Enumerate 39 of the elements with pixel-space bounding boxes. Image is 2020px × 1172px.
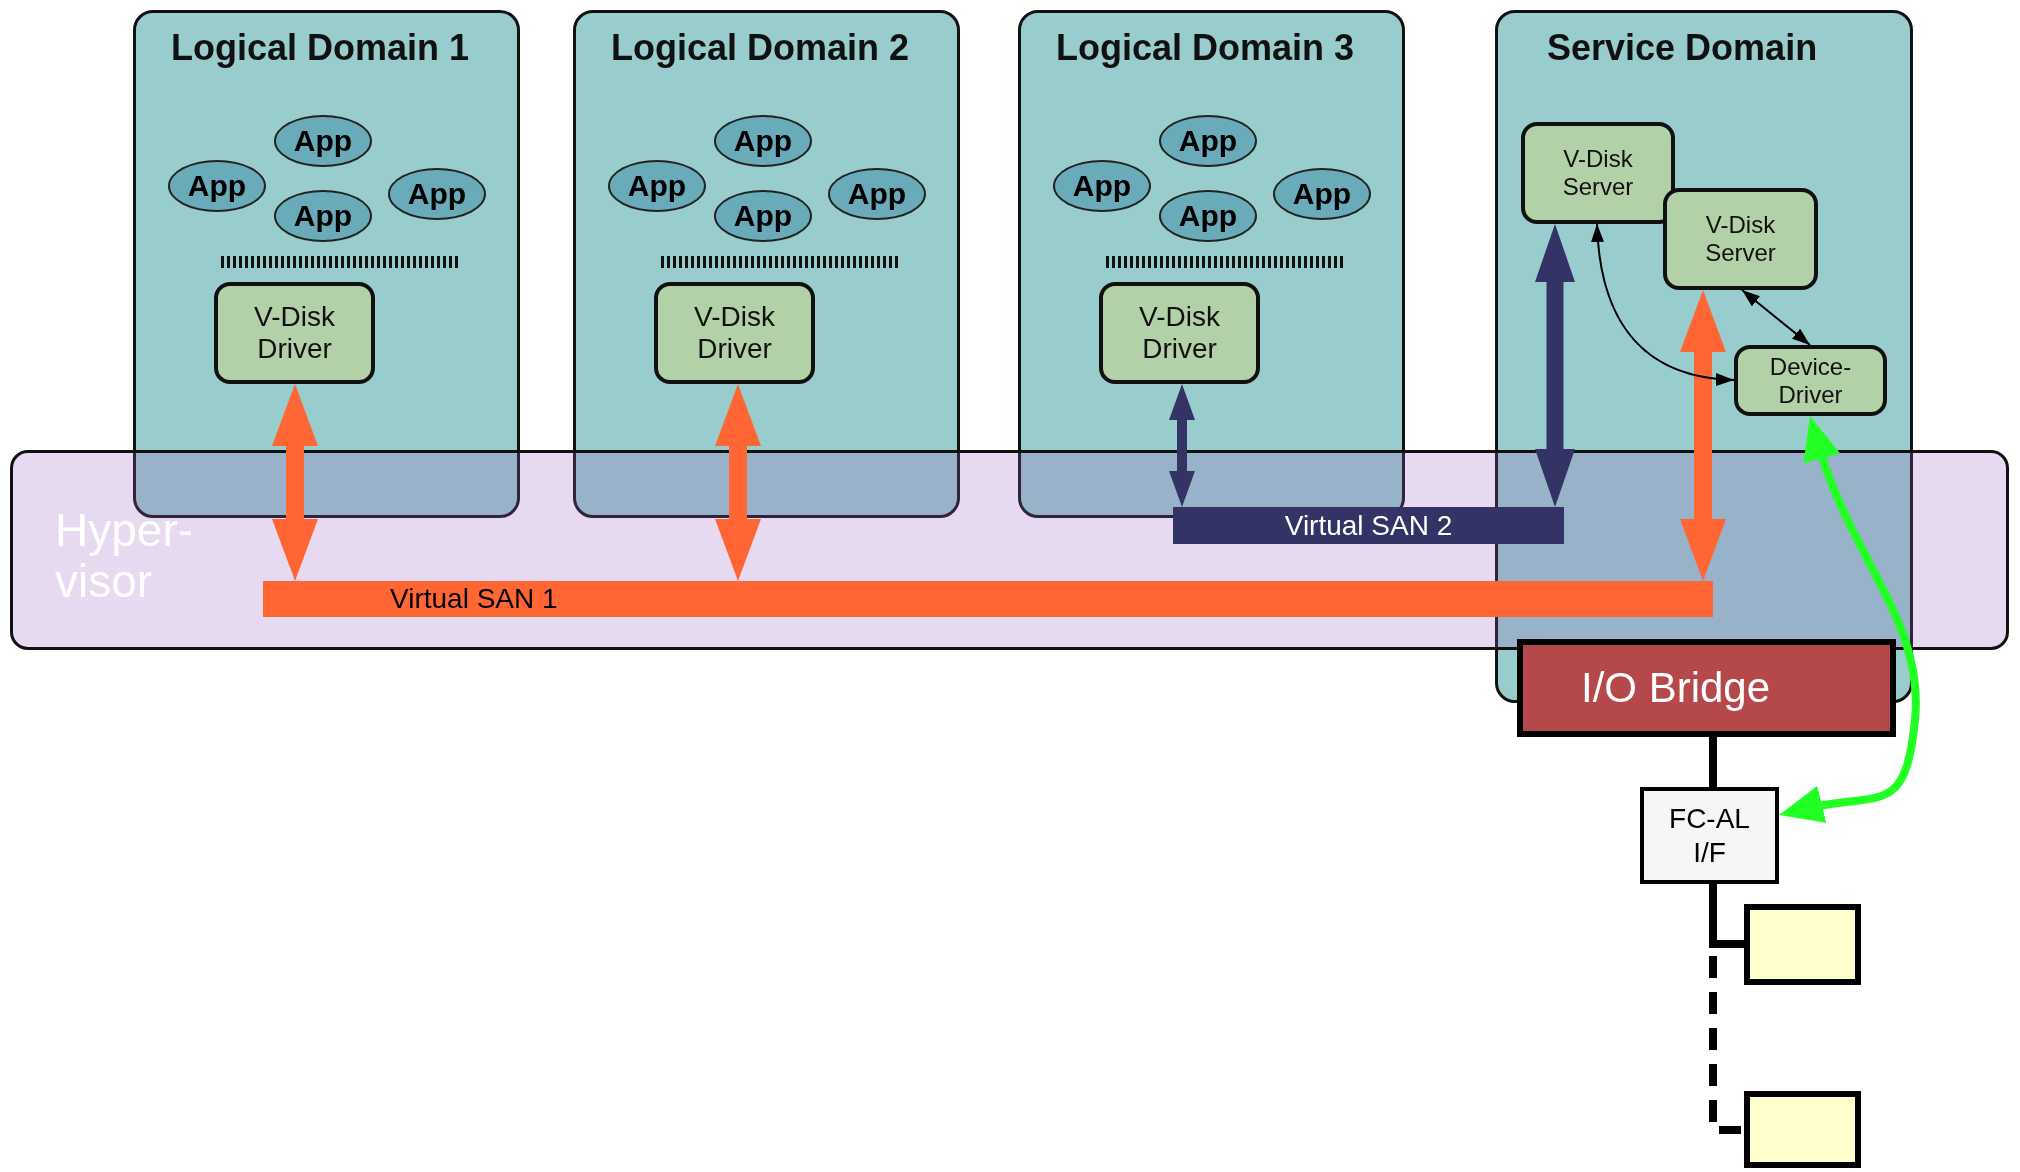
driver-box: V-Disk Driver — [1099, 282, 1260, 384]
arrow — [1169, 384, 1195, 507]
domain-title: Logical Domain 3 — [1056, 27, 1355, 69]
hypervisor-band — [10, 450, 2009, 650]
bridge-box: I/O Bridge — [1517, 639, 1896, 737]
app-ellipse: App — [1273, 168, 1371, 220]
app-ellipse: App — [168, 160, 266, 212]
arrow — [1741, 289, 1811, 346]
arrow — [1535, 224, 1575, 507]
app-ellipse: App — [1159, 190, 1257, 242]
san-bar: Virtual SAN 2 — [1173, 507, 1564, 544]
server-box: V-Disk Server — [1663, 188, 1818, 290]
app-ellipse: App — [1159, 115, 1257, 167]
app-ellipse: App — [1053, 160, 1151, 212]
domain-title: Service Domain — [1547, 27, 1818, 69]
app-ellipse: App — [608, 160, 706, 212]
domain-panel — [573, 10, 960, 518]
app-ellipse: App — [714, 190, 812, 242]
san-bar: Virtual SAN 1 — [263, 581, 1713, 617]
driver-box: V-Disk Driver — [214, 282, 375, 384]
driver-box: V-Disk Driver — [654, 282, 815, 384]
arrow — [272, 384, 318, 581]
arrow — [1680, 290, 1726, 581]
app-ellipse: App — [828, 168, 926, 220]
app-ellipse: App — [274, 115, 372, 167]
arrow — [1778, 416, 1920, 824]
domain-title: Logical Domain 1 — [171, 27, 470, 69]
server-box: V-Disk Server — [1521, 122, 1675, 224]
device-box — [1744, 1091, 1861, 1168]
driver-box: Device- Driver — [1734, 345, 1887, 416]
arrow — [1591, 223, 1735, 386]
domain-title: Logical Domain 2 — [611, 27, 910, 69]
device-box — [1744, 904, 1861, 985]
app-ellipse: App — [274, 190, 372, 242]
app-ellipse: App — [388, 168, 486, 220]
app-ellipse: App — [714, 115, 812, 167]
connector-line — [1709, 737, 1717, 787]
interface-box: FC-AL I/F — [1640, 787, 1779, 884]
arrow — [715, 384, 761, 581]
